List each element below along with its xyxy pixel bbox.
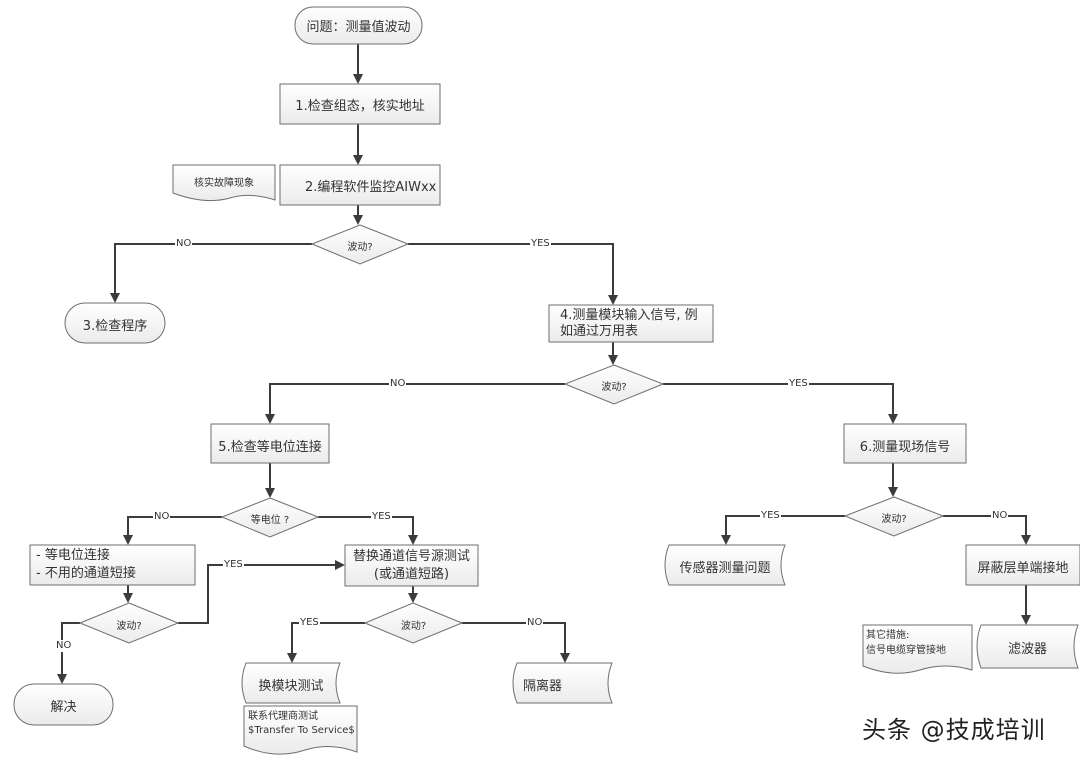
edge-label-deq-yes: YES xyxy=(371,511,392,523)
solve-terminal xyxy=(13,683,114,726)
step6-box xyxy=(843,423,967,464)
decision2-diamond xyxy=(563,364,665,405)
note-verify-document xyxy=(172,164,276,202)
edge-label-d2-yes: YES xyxy=(788,378,809,390)
filter-storage xyxy=(976,624,1079,669)
decision-equipotential-label: 等电位 ? xyxy=(250,515,290,526)
agent-label-line2: $Transfer To Service$ xyxy=(248,725,355,736)
shield-ground-box xyxy=(965,544,1080,586)
edge-d2-yes xyxy=(663,383,898,424)
edge-d1-yes xyxy=(408,243,618,305)
other-measures-line2: 信号电缆穿管接地 xyxy=(866,645,946,656)
edge-deq-no xyxy=(123,516,222,545)
equip-list-box xyxy=(29,544,196,586)
edge-label-d1-no: NO xyxy=(175,238,193,250)
watermark: 头条 @技成培训 xyxy=(862,716,1046,744)
filter-label: 滤波器 xyxy=(1007,642,1047,657)
step1-label: 1.检查组态，核实地址 xyxy=(295,99,425,114)
step2-box xyxy=(279,164,441,206)
agent-label-line1: 联系代理商测试 xyxy=(248,711,318,722)
edge-label-d4-no: NO xyxy=(991,510,1009,522)
edge-d4-no xyxy=(943,515,1031,545)
edge-label-d5-no: NO xyxy=(55,640,73,652)
sensor-issue-label: 传感器测量问题 xyxy=(679,561,771,576)
equip-list-line2: - 不用的通道短接 xyxy=(36,566,136,581)
decision5-label: 波动? xyxy=(116,621,142,632)
swap-module-storage xyxy=(241,662,341,704)
step3-terminal xyxy=(64,302,166,344)
decision6-diamond xyxy=(363,602,464,644)
edge-label-deq-no: NO xyxy=(153,511,171,523)
step3-label: 3.检查程序 xyxy=(82,319,148,334)
decision1-diamond xyxy=(310,224,410,265)
other-measures-document xyxy=(862,624,973,674)
solve-label: 解决 xyxy=(50,700,77,715)
start-label: 问题：测量值波动 xyxy=(306,20,411,35)
decision6-label: 波动? xyxy=(400,621,427,632)
edge-d5-yes xyxy=(178,560,345,624)
edge-label-d5-yes: YES xyxy=(223,559,244,571)
decision4-diamond xyxy=(843,496,945,537)
edge-d6-yes xyxy=(287,622,365,663)
edge-d1-no xyxy=(110,243,312,303)
other-measures-line1: 其它措施: xyxy=(866,630,910,641)
edge-label-d2-no: NO xyxy=(389,378,407,390)
step2-label: 2.编程软件监控AIWxx xyxy=(305,180,437,195)
edge-d5-no xyxy=(57,622,80,684)
decision5-diamond xyxy=(78,602,180,644)
step4-label-line2: 如通过万用表 xyxy=(560,324,639,339)
edge-d6-no xyxy=(462,622,570,663)
replace-label-line1: 替换通道信号源测试 xyxy=(352,549,470,564)
note-verify-label: 核实故障现象 xyxy=(194,178,254,189)
edge-deq-yes xyxy=(318,516,418,545)
decision2-label: 波动? xyxy=(601,382,627,393)
edge-label-d4-yes: YES xyxy=(760,510,781,522)
decision1-label: 波动? xyxy=(347,242,373,253)
swap-module-label: 换模块测试 xyxy=(258,679,324,694)
replace-box xyxy=(344,544,479,587)
equip-list-line1: - 等电位连接 xyxy=(36,548,110,563)
step1-box xyxy=(279,83,441,125)
connectors xyxy=(57,44,1031,684)
decision-equipotential-diamond xyxy=(220,497,320,538)
step6-label: 6.测量现场信号 xyxy=(859,440,951,455)
step4-label-line1: 4.测量模块输入信号, 例 xyxy=(560,308,698,323)
shield-ground-label: 屏蔽层单端接地 xyxy=(977,561,1069,576)
edge-d4-yes xyxy=(721,515,845,545)
edge-label-d6-no: NO xyxy=(526,617,544,629)
edge-label-d6-yes: YES xyxy=(299,617,320,629)
step5-label: 5.检查等电位连接 xyxy=(218,440,322,455)
decision4-label: 波动? xyxy=(881,514,907,525)
step4-box xyxy=(548,304,714,343)
step5-box xyxy=(210,423,330,464)
replace-label-line2: (或通道短路) xyxy=(373,567,450,582)
isolator-storage xyxy=(512,662,613,704)
isolator-label: 隔离器 xyxy=(523,679,563,694)
edge-d2-no xyxy=(265,383,565,424)
sensor-issue-storage xyxy=(664,544,786,586)
edge-label-d1-yes: YES xyxy=(530,238,551,250)
start-terminal xyxy=(294,6,423,45)
agent-document xyxy=(243,705,358,755)
